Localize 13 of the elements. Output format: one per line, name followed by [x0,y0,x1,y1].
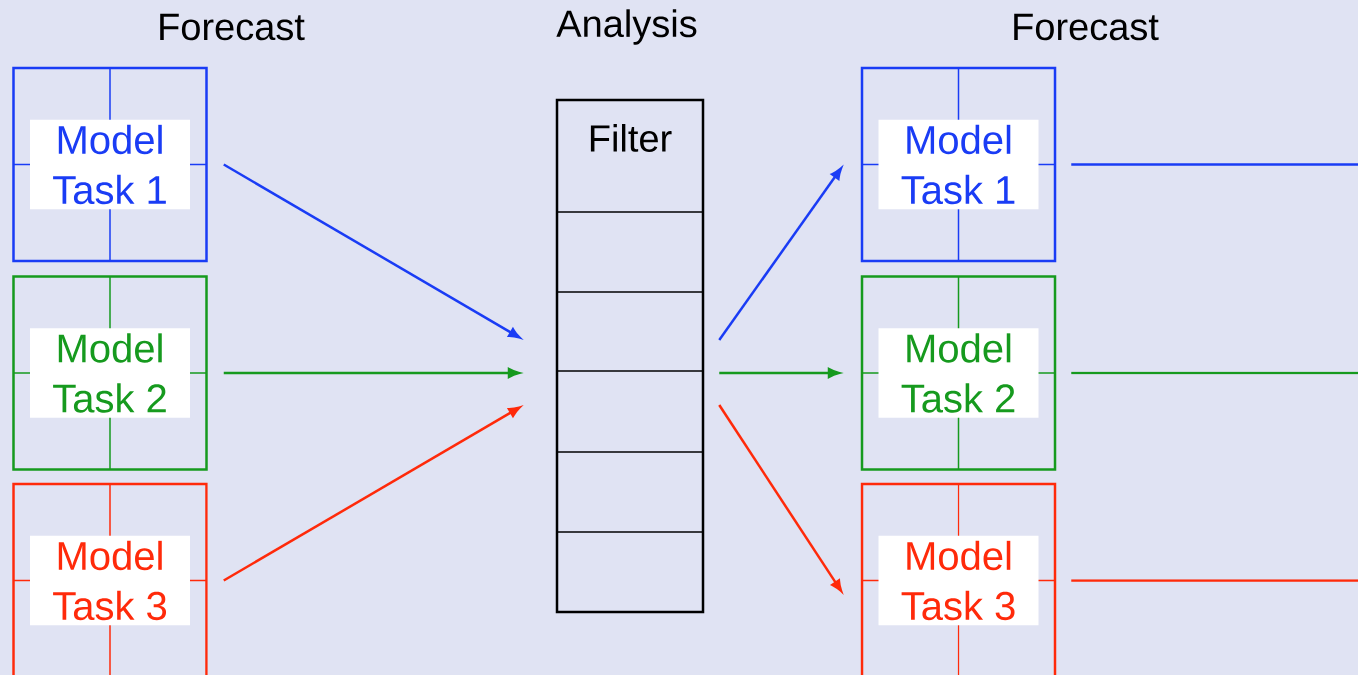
arrow [223,406,521,582]
model-box: Model Task 3 [860,482,1057,675]
filter-box: Filter [555,98,705,614]
model-box: Model Task 3 [12,482,208,675]
arrow [223,163,521,339]
arrow [718,167,843,341]
heading: Analysis [556,9,697,45]
model-box: Model Task 2 [860,275,1057,471]
heading: Forecast [1014,13,1159,41]
model-box: Model Task 1 [860,66,1057,263]
model-box: Model Task 2 [12,275,208,471]
model-box: Model Task 1 [12,66,208,263]
heading: Forecast [160,13,305,41]
